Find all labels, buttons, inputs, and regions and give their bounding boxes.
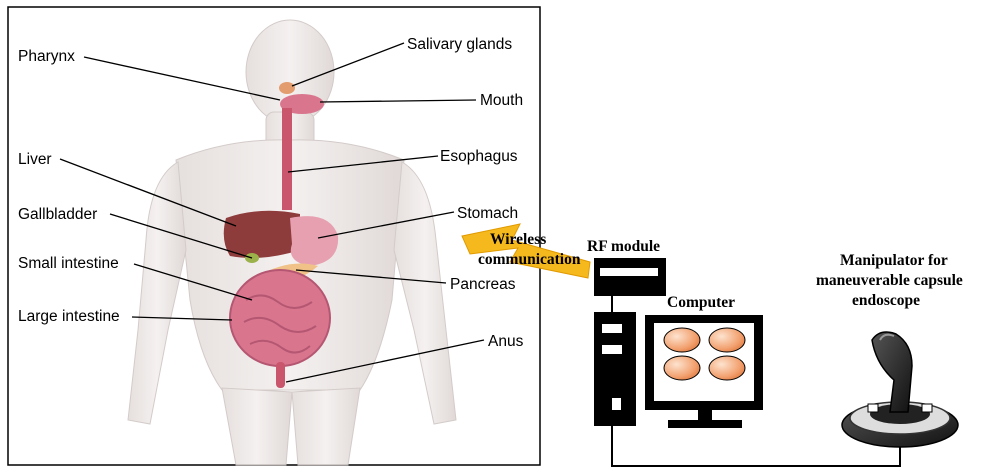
rf-module-box [594, 258, 666, 296]
label-rf-module: RF module [587, 238, 660, 255]
small-intestine-organ [230, 270, 330, 366]
salivary-gland-organ [279, 82, 295, 94]
joystick-icon [842, 332, 958, 447]
screen-view-3 [664, 356, 700, 380]
label-anus: Anus [488, 333, 524, 350]
screen-view-2 [709, 328, 745, 352]
manipulator: Manipulator for maneuverable capsule end… [816, 252, 963, 447]
label-computer: Computer [667, 294, 735, 311]
screen-view-1 [664, 328, 700, 352]
screen-view-4 [709, 356, 745, 380]
liver-organ [224, 211, 300, 258]
anus-organ [276, 362, 285, 388]
esophagus-organ [282, 108, 292, 210]
label-manipulator-line1: Manipulator for [840, 252, 948, 269]
label-manipulator-line3: endoscope [852, 292, 920, 309]
label-stomach: Stomach [457, 205, 518, 222]
rf-module: RF module [587, 238, 666, 312]
label-salivary-glands: Salivary glands [407, 36, 512, 53]
label-esophagus: Esophagus [440, 148, 518, 165]
label-communication: communication [478, 251, 581, 268]
label-mouth: Mouth [480, 92, 523, 109]
label-gallbladder: Gallbladder [18, 206, 97, 223]
label-large-intestine: Large intestine [18, 308, 120, 325]
label-pharynx: Pharynx [18, 48, 75, 65]
label-pancreas: Pancreas [450, 276, 516, 293]
label-manipulator-line2: maneuverable capsule [816, 272, 963, 289]
computer: Computer [594, 294, 900, 466]
label-wireless: Wireless [490, 231, 546, 248]
anatomy-panel: Pharynx Salivary glands Mouth Liver Esop… [8, 7, 540, 465]
label-liver: Liver [18, 151, 52, 168]
label-small-intestine: Small intestine [18, 255, 119, 272]
